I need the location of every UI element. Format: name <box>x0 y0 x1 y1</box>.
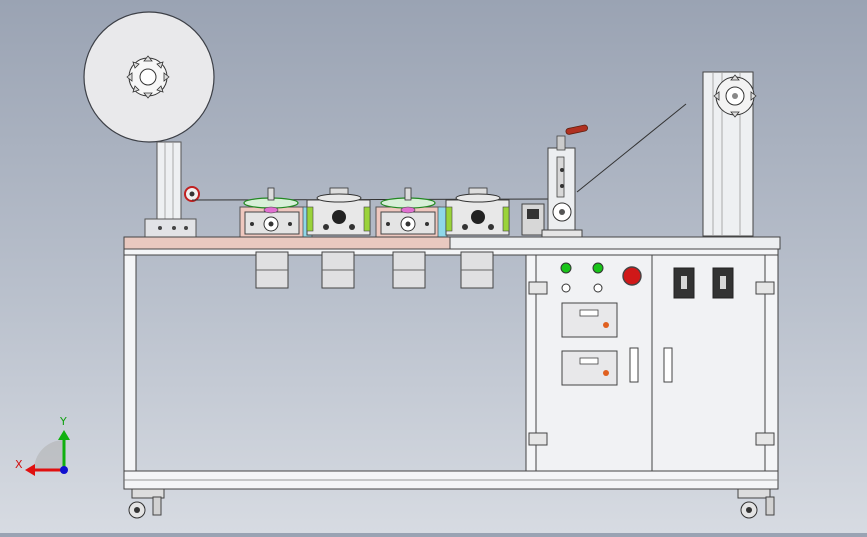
rewind-tower <box>702 71 757 237</box>
ultrasonic-transducers <box>255 251 494 289</box>
handle-icon <box>565 124 588 135</box>
rewind-roll-icon <box>713 74 757 118</box>
y-axis-label: Y <box>59 415 67 428</box>
machine-frame <box>123 248 779 490</box>
indicator-light-2[interactable] <box>592 262 604 274</box>
temperature-controller-1[interactable] <box>561 302 618 338</box>
door-handle-right[interactable] <box>663 347 673 383</box>
welding-station-2 <box>306 187 371 236</box>
feed-roll <box>83 11 215 238</box>
tension-tower <box>541 124 588 239</box>
control-panel <box>560 262 734 386</box>
power-switch-1[interactable] <box>673 267 695 299</box>
indicator-light-1[interactable] <box>560 262 572 274</box>
z-axis-icon <box>60 466 68 474</box>
casters <box>128 488 775 519</box>
table-top-plate <box>123 236 451 250</box>
axis-triad: Y X <box>15 415 70 476</box>
power-switch-2[interactable] <box>712 267 734 299</box>
welding-station-3 <box>380 187 436 235</box>
cutter-unit <box>521 203 545 236</box>
welding-station-4 <box>445 187 510 236</box>
feed-roll-hub-icon <box>126 55 170 99</box>
selector-switch-1[interactable] <box>561 283 571 293</box>
emergency-stop-button[interactable] <box>622 266 642 286</box>
selector-switch-2[interactable] <box>593 283 603 293</box>
film-line-upper <box>576 103 687 193</box>
temperature-controller-2[interactable] <box>561 350 618 386</box>
x-axis-label: X <box>15 458 23 471</box>
door-handle-left[interactable] <box>629 347 639 383</box>
welding-station-1 <box>243 187 300 235</box>
